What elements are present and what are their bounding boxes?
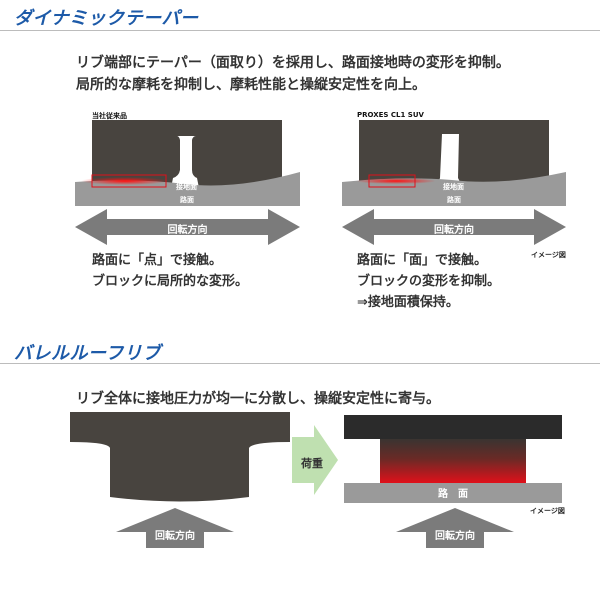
section-title-barrel-roof-rib: バレルルーフリブ <box>14 343 161 364</box>
rotation-up-arrow <box>396 508 514 548</box>
contact-area-box <box>368 174 416 188</box>
rib-top <box>344 415 562 439</box>
rotation-up-arrow-shape <box>396 508 514 548</box>
rotation-direction-label: 回転方向 <box>167 225 208 236</box>
contact-pressure-spot <box>81 177 169 185</box>
caption-line: ブロックに局所的な変形。 <box>92 274 249 289</box>
image-note: イメージ図 <box>531 251 566 259</box>
proxes-tire-diagram <box>342 120 566 206</box>
road-label: 路 面 <box>438 489 468 500</box>
road-label: 路面 <box>447 196 461 204</box>
section-divider <box>0 30 600 31</box>
section1-description: リブ端部にテーパー（面取り）を採用し、路面接地時の変形を抑制。 局所的な摩耗を抑… <box>76 52 510 96</box>
proxes-caption: 路面に「面」で接触。 ブロックの変形を抑制。 ⇒接地面積保持。 <box>357 250 500 313</box>
caption-line: 路面に「面」で接触。 <box>357 253 488 268</box>
contact-surface-label: 接地面 <box>443 183 464 191</box>
rotation-arrow-shape <box>342 209 566 245</box>
contact-pressure-area <box>356 178 436 184</box>
image-note: イメージ図 <box>530 507 565 515</box>
rotation-arrow <box>342 209 566 245</box>
rotation-direction-label: 回転方向 <box>434 225 474 236</box>
rotation-direction-label: 回転方向 <box>435 531 475 542</box>
section2-description: リブ全体に接地圧力が均一に分散し、操縦安定性に寄与。 <box>76 391 440 407</box>
panel-label-conventional: 当社従来品 <box>92 112 127 120</box>
barrel-rib-unloaded-diagram <box>70 412 290 502</box>
tread-groove <box>171 136 199 188</box>
rotation-up-arrow <box>116 508 234 548</box>
conventional-caption: 路面に「点」で接触。 ブロックに局所的な変形。 <box>92 250 248 292</box>
barrel-rib-shape <box>70 412 290 502</box>
load-arrow-shape <box>292 425 338 495</box>
road-surface <box>344 483 562 503</box>
contact-area-box <box>91 174 167 188</box>
contact-surface-label: 接地面 <box>176 183 197 191</box>
rotation-direction-label: 回転方向 <box>155 531 195 542</box>
load-arrow <box>292 425 338 495</box>
description-line: リブ端部にテーパー（面取り）を採用し、路面接地時の変形を抑制。 <box>76 55 510 71</box>
tread-groove-tapered <box>436 134 463 188</box>
rotation-arrow-shape <box>75 209 300 245</box>
caption-line: ⇒接地面積保持。 <box>357 295 459 310</box>
conventional-tire-diagram <box>75 120 300 206</box>
barrel-rib-loaded-diagram <box>344 415 562 503</box>
load-label: 荷重 <box>301 457 323 470</box>
section-divider <box>0 363 600 364</box>
rotation-arrow <box>75 209 300 245</box>
panel-label-proxes: PROXES CL1 SUV <box>357 111 424 119</box>
section-title-dynamic-taper: ダイナミックテーパー <box>14 8 199 29</box>
pressure-gradient-area <box>380 439 526 483</box>
caption-line: ブロックの変形を抑制。 <box>357 274 501 289</box>
rotation-up-arrow-shape <box>116 508 234 548</box>
caption-line: 路面に「点」で接触。 <box>92 253 223 268</box>
road-label: 路面 <box>180 196 194 204</box>
description-line: 局所的な摩耗を抑制し、摩耗性能と操縦安定性を向上。 <box>76 77 426 93</box>
